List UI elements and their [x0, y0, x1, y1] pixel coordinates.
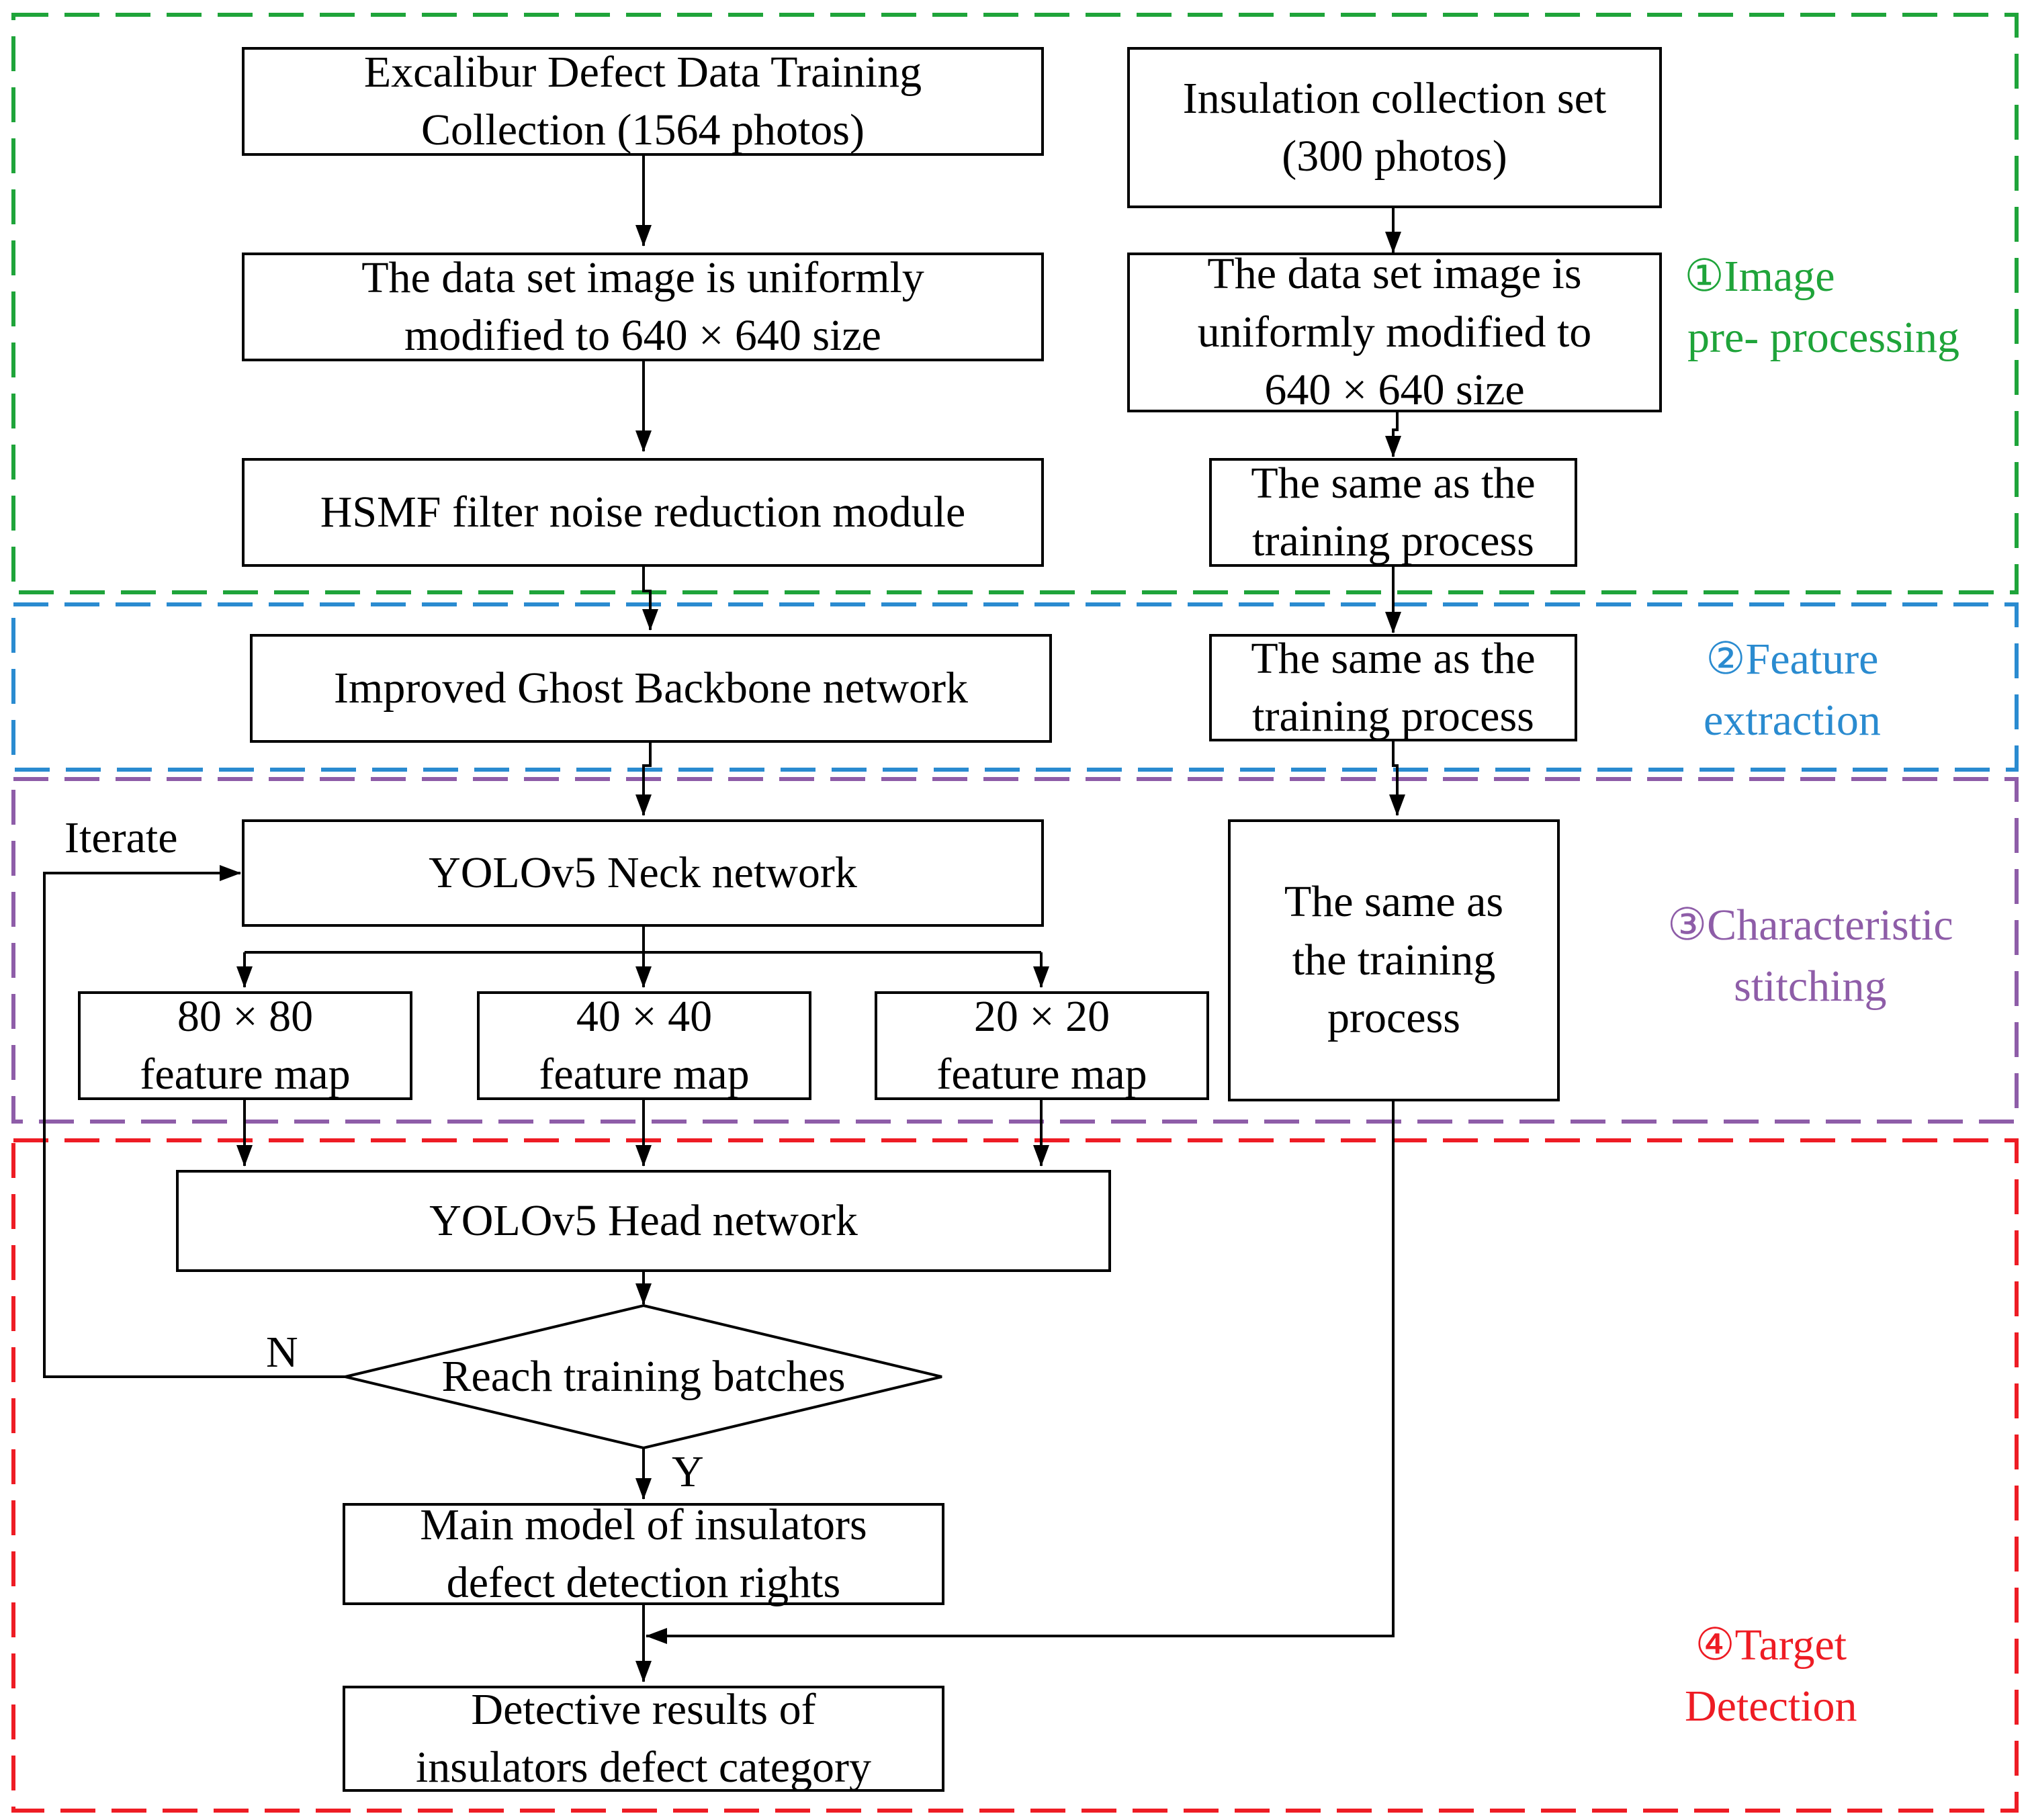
- stage-2-line2: extraction: [1704, 696, 1881, 745]
- training-resize-box: The data set image is uniformly modified…: [242, 253, 1044, 361]
- decision-text: Reach training batches: [376, 1350, 911, 1404]
- arrow-same3-to-merge: [646, 1101, 1395, 1644]
- feature-map-80-box: 80 × 80 feature map: [78, 991, 412, 1100]
- feature-map-80-size: 80 × 80: [177, 991, 314, 1041]
- stage-frame-detection: [11, 1138, 2019, 1813]
- stage-label-stitching: ③Characteristic stitching: [1667, 895, 1953, 1017]
- feature-map-20-size: 20 × 20: [973, 991, 1110, 1041]
- training-resize-line1: The data set image is uniformly: [361, 253, 924, 302]
- insulation-dataset-box: Insulation collection set (300 photos): [1127, 47, 1662, 208]
- stage-4-line1: ④Target: [1695, 1621, 1847, 1670]
- arrow-backbone-to-neck: [635, 741, 652, 816]
- yolov5-neck-label: YOLOv5 Neck network: [429, 848, 857, 897]
- main-model-line2: defect detection rights: [446, 1558, 841, 1607]
- feature-map-40-size: 40 × 40: [576, 991, 713, 1041]
- feature-map-40-box: 40 × 40 feature map: [477, 991, 811, 1100]
- testing-resize-line3: 640 × 640 size: [1264, 365, 1525, 415]
- testing-resize-line2: uniformly modified to: [1197, 307, 1592, 357]
- main-model-box: Main model of insulators defect detectio…: [343, 1500, 944, 1607]
- same-process-box-1: The same as the training process: [1209, 458, 1577, 567]
- stage-1-line1: ①Image: [1684, 252, 1835, 301]
- stage-label-detection: ④Target Detection: [1685, 1614, 1857, 1737]
- training-resize-line2: modified to 640 × 640 size: [404, 311, 881, 360]
- arrow-hsmf-to-backbone: [642, 567, 658, 631]
- feature-map-20-box: 20 × 20 feature map: [875, 991, 1209, 1100]
- same-process-3-line3: process: [1327, 993, 1460, 1043]
- insulation-dataset-line2: (300 photos): [1282, 132, 1507, 181]
- yolov5-head-box: YOLOv5 Head network: [176, 1170, 1111, 1272]
- training-dataset-line1: Excalibur Defect Data Training: [363, 47, 922, 97]
- stage-label-preprocessing: ①Image pre- processing: [1684, 246, 1960, 368]
- arrow-iterate-loop: [43, 865, 345, 1378]
- stage-3-line2: stitching: [1734, 962, 1887, 1011]
- main-model-line1: Main model of insulators: [420, 1500, 867, 1549]
- stage-2-line1: ②Feature: [1706, 635, 1879, 684]
- same-process-3-line2: the training: [1292, 935, 1496, 985]
- same-process-1-line2: training process: [1252, 516, 1534, 565]
- same-process-3-line1: The same as: [1284, 877, 1504, 927]
- iterate-label: Iterate: [64, 813, 178, 862]
- yolov5-neck-box: YOLOv5 Neck network: [242, 819, 1044, 927]
- stage-frame-stitching: [11, 777, 2019, 1124]
- decision-label: Reach training batches: [441, 1352, 846, 1402]
- ghost-backbone-label: Improved Ghost Backbone network: [334, 663, 968, 713]
- no-branch-label: N: [266, 1328, 298, 1377]
- same-process-box-3: The same as the training process: [1228, 819, 1560, 1101]
- feature-map-40-label: feature map: [539, 1050, 750, 1099]
- same-process-2-line2: training process: [1252, 692, 1534, 741]
- testing-resize-line1: The data set image is: [1207, 249, 1582, 299]
- training-dataset-line2: Collection (1564 photos): [421, 105, 865, 154]
- arrow-same2-to-same3: [1389, 741, 1405, 816]
- testing-resize-box: The data set image is uniformly modified…: [1127, 249, 1662, 414]
- yes-branch-label: Y: [672, 1447, 704, 1496]
- detection-results-line1: Detective results of: [471, 1684, 816, 1734]
- stage-1-line2: pre- processing: [1687, 313, 1960, 363]
- insulation-dataset-line1: Insulation collection set: [1182, 73, 1607, 123]
- feature-map-20-label: feature map: [936, 1050, 1147, 1099]
- hsmf-filter-label: HSMF filter noise reduction module: [320, 487, 966, 537]
- yolov5-head-label: YOLOv5 Head network: [429, 1195, 858, 1245]
- stage-frame-preprocessing: [11, 13, 2019, 594]
- hsmf-filter-box: HSMF filter noise reduction module: [242, 458, 1044, 567]
- stage-3-line1: ③Characteristic: [1667, 901, 1953, 950]
- feature-map-80-label: feature map: [140, 1050, 351, 1099]
- stage-4-line2: Detection: [1685, 1682, 1857, 1731]
- same-process-box-2: The same as the training process: [1209, 634, 1577, 741]
- stage-frame-feature-extraction: [11, 602, 2019, 772]
- training-dataset-box: Excalibur Defect Data Training Collectio…: [242, 47, 1044, 156]
- same-process-1-line1: The same as the: [1251, 458, 1536, 508]
- ghost-backbone-box: Improved Ghost Backbone network: [250, 634, 1052, 743]
- detection-results-line2: insulators defect category: [415, 1743, 872, 1792]
- same-process-2-line1: The same as the: [1251, 633, 1536, 683]
- stage-label-feature-extraction: ②Feature extraction: [1704, 629, 1881, 751]
- detection-results-box: Detective results of insulators defect c…: [343, 1685, 944, 1792]
- arrow-test-resize-to-same1: [1385, 412, 1401, 457]
